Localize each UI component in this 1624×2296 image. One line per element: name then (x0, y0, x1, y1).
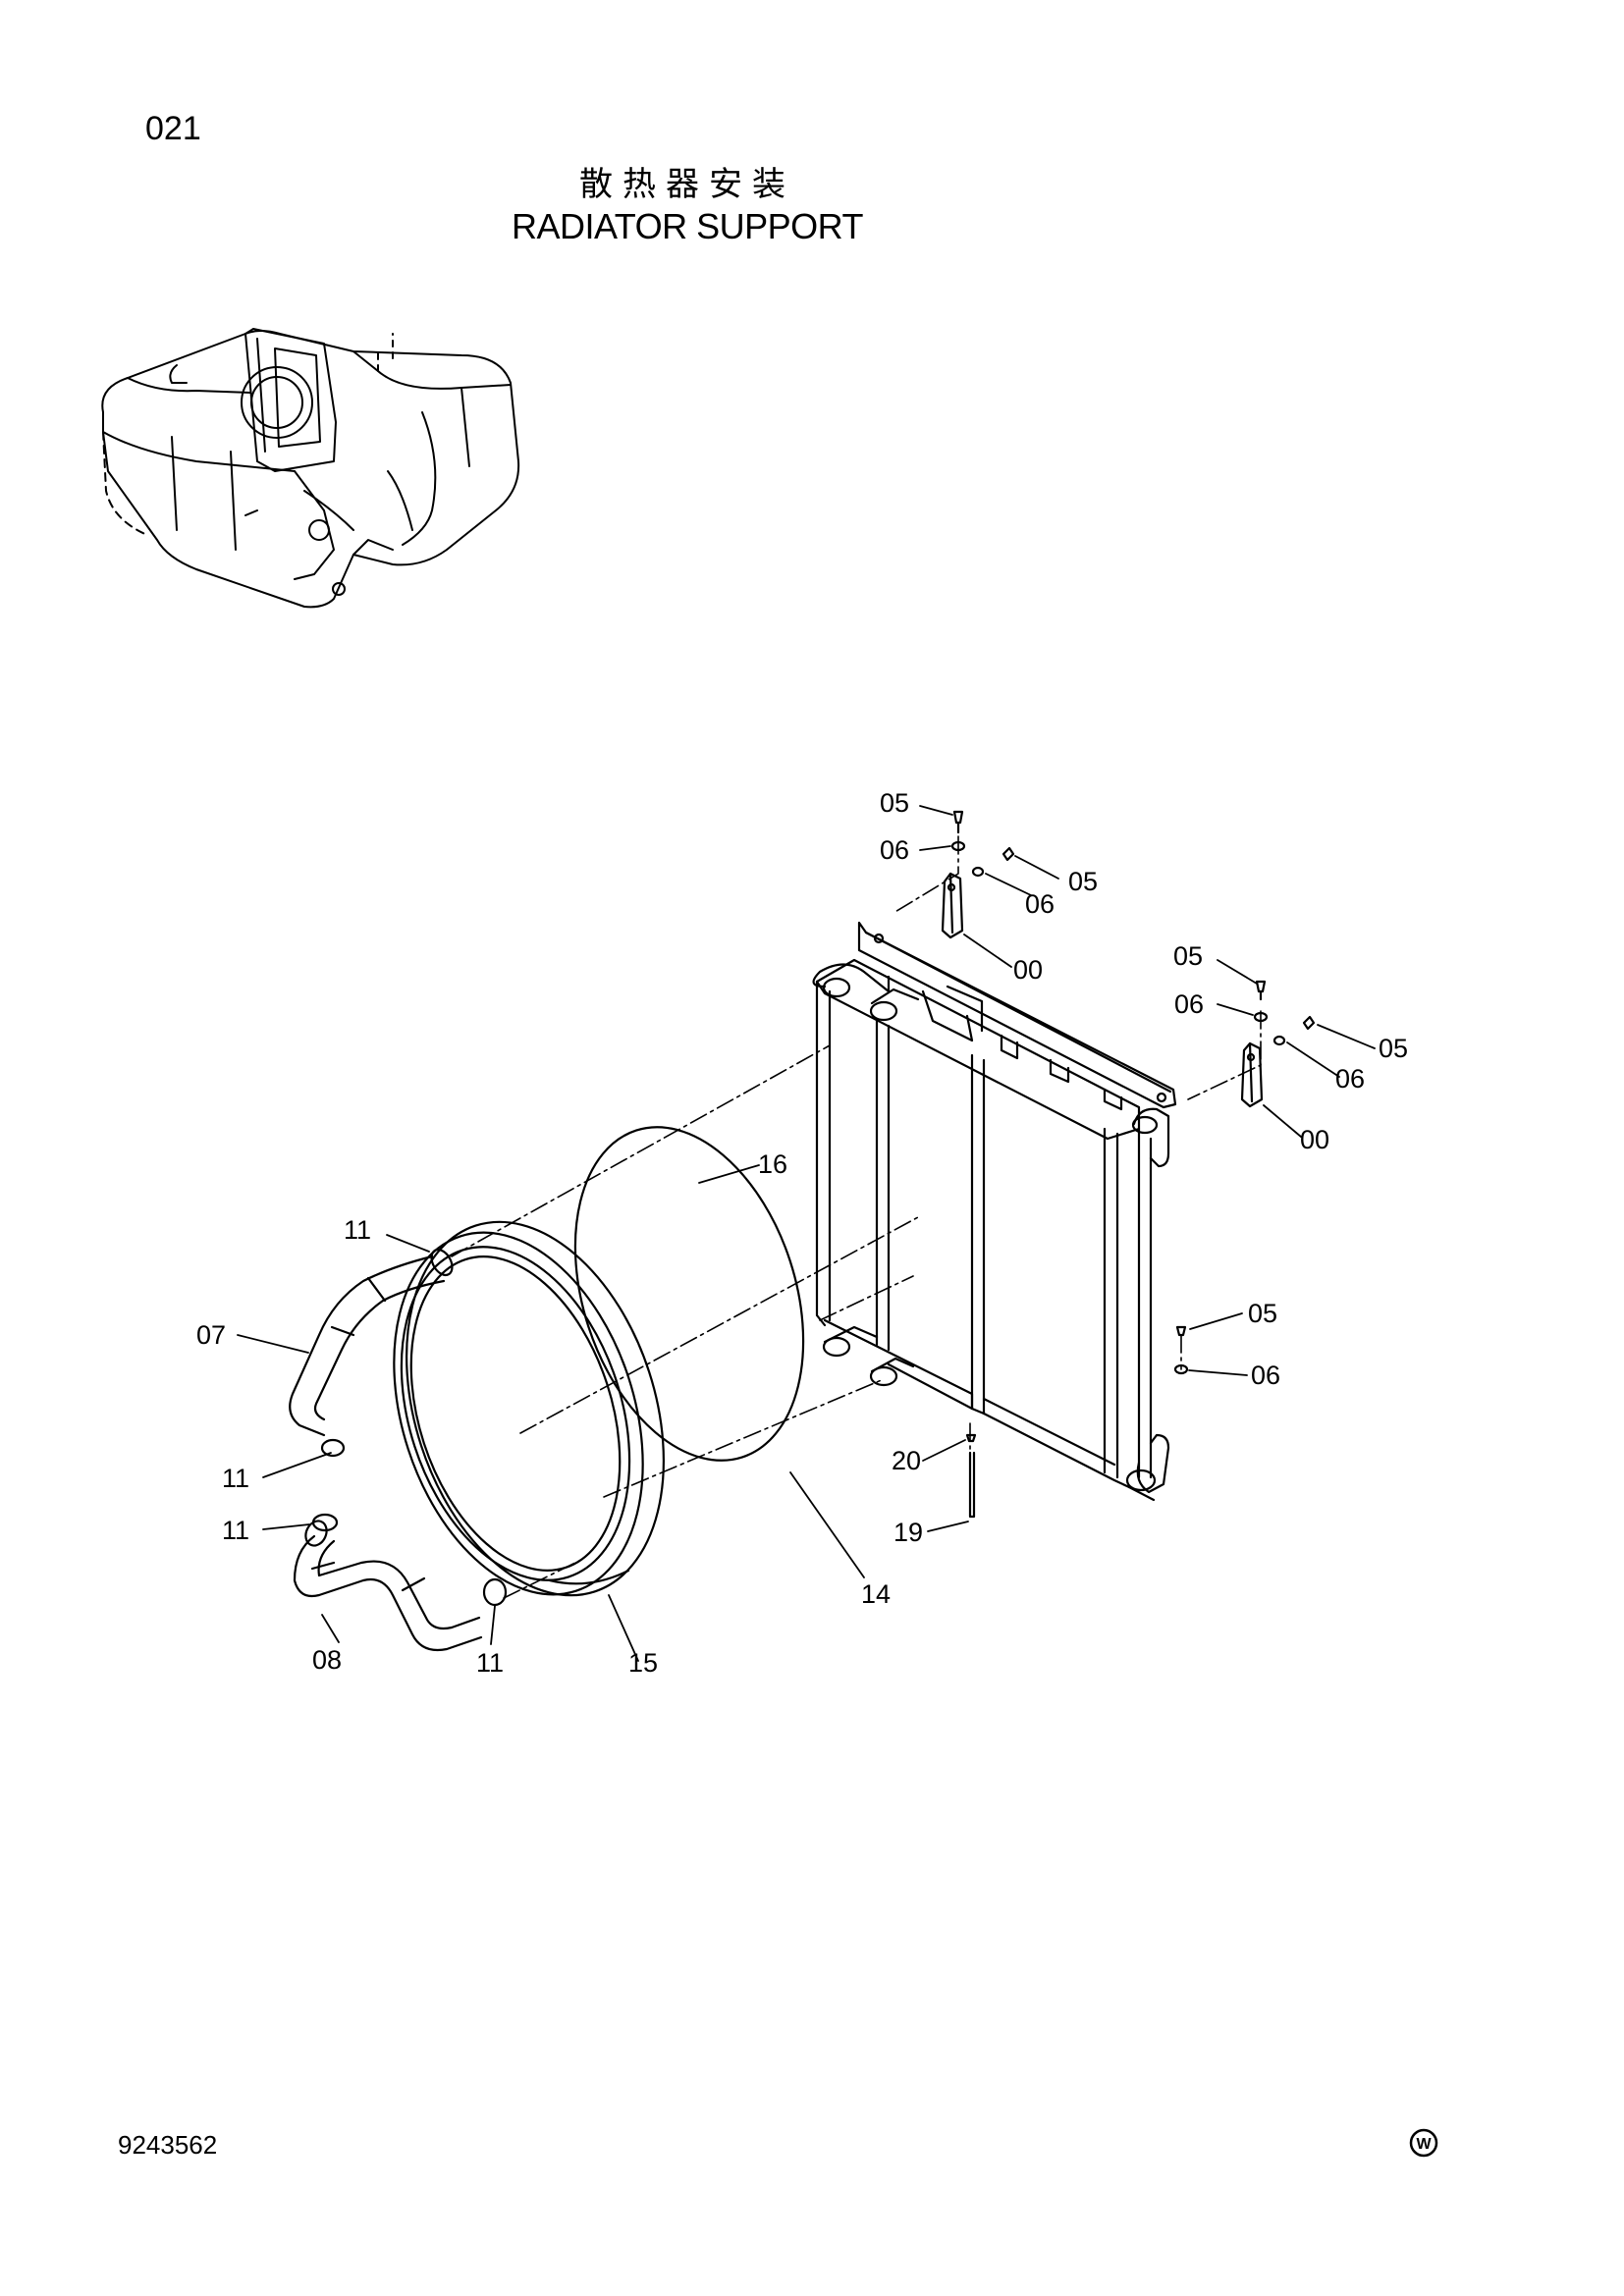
callout-06: 06 (1174, 989, 1204, 1019)
alignment-lines (451, 835, 1262, 1599)
circled-w-mark: W (1409, 2128, 1438, 2158)
page-number: 021 (145, 110, 201, 147)
mark-letter: W (1416, 2136, 1432, 2153)
callout-19: 19 (893, 1518, 923, 1547)
document-number: 9243562 (118, 2130, 218, 2160)
fan-shroud-ring (393, 1220, 665, 1597)
callout-06: 06 (1335, 1064, 1365, 1094)
location-thumbnail (101, 328, 520, 609)
radiator-core (812, 921, 1177, 1502)
callout-11: 11 (222, 1516, 249, 1545)
callout-05: 05 (1068, 867, 1098, 896)
hose-upper (289, 1248, 454, 1458)
page-title: RADIATOR SUPPORT (511, 206, 864, 246)
callout-15: 15 (628, 1648, 658, 1678)
bracket-right (1240, 1041, 1264, 1108)
callout-05: 05 (1173, 941, 1203, 971)
callout-11: 11 (476, 1648, 504, 1678)
page-title-chinese: 散热器安装 (579, 165, 795, 204)
callout-labels: 05 06 05 06 00 05 06 05 06 00 16 11 07 1… (196, 788, 1408, 1678)
callout-16: 16 (758, 1149, 787, 1179)
callout-11: 11 (222, 1464, 249, 1493)
callout-07: 07 (196, 1320, 226, 1350)
callout-20: 20 (892, 1446, 921, 1475)
callout-05: 05 (880, 788, 909, 818)
leader-lines (237, 805, 1376, 1662)
callout-00: 00 (1013, 955, 1043, 985)
callout-06: 06 (880, 835, 909, 865)
callout-00: 00 (1300, 1125, 1329, 1154)
hose-lower (293, 1513, 508, 1652)
shroud-seal (573, 1126, 805, 1462)
callout-14: 14 (861, 1579, 891, 1609)
callout-05: 05 (1379, 1034, 1408, 1063)
callout-08: 08 (312, 1645, 342, 1675)
callout-11: 11 (344, 1215, 371, 1245)
fasteners (950, 810, 1316, 1519)
callout-06: 06 (1251, 1361, 1280, 1390)
callout-05: 05 (1248, 1299, 1277, 1328)
callout-06: 06 (1025, 889, 1055, 919)
bracket-left (941, 872, 964, 939)
